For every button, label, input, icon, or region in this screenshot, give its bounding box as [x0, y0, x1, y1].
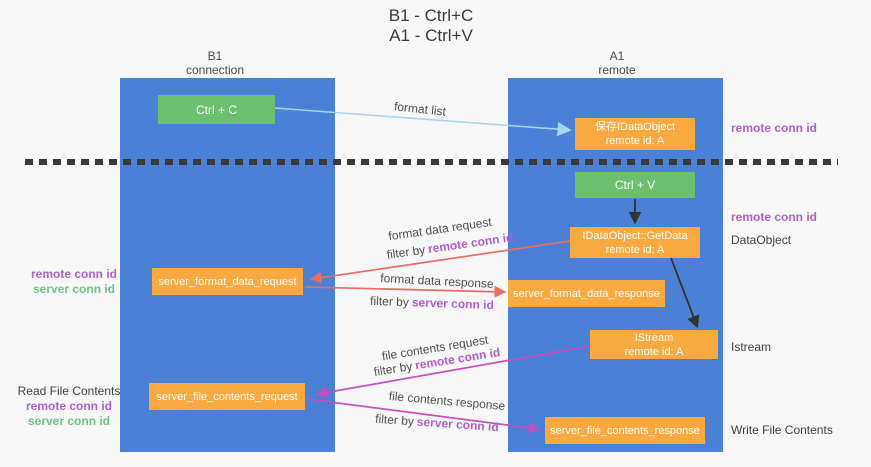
dataobject-label: DataObject [731, 233, 792, 247]
istream-node: IStream remote id: A [590, 330, 718, 359]
write-file-contents-label: Write File Contents [731, 423, 833, 437]
format-response-label: server_format_data_response [513, 287, 660, 300]
getdata-line1: IDataObject::GetData [582, 229, 688, 242]
server-conn-id-inline: server conn id [411, 295, 495, 313]
istream-line1: IStream [634, 331, 674, 344]
filter-by-text: filter by [369, 293, 410, 310]
remote-conn-id-label-mid: remote conn id [731, 210, 818, 224]
format-data-response-label: format data response [380, 271, 494, 291]
lane-b1-subtitle: connection [185, 63, 245, 77]
title-line-1: B1 - Ctrl+C [388, 6, 474, 25]
remote-conn-id-label-left-top: remote conn id [30, 267, 117, 281]
filter-by-text: filter by [374, 411, 415, 429]
title-line-2: A1 - Ctrl+V [389, 26, 473, 45]
file-response-label: server_file_contents_response [550, 424, 700, 437]
file-request-label: server_file_contents_request [156, 390, 298, 403]
ctrl-v-node: Ctrl + V [575, 172, 695, 198]
server-conn-id-label-left-bottom: server conn id [27, 414, 111, 428]
ctrl-c-label: Ctrl + C [195, 102, 237, 117]
save-dataobject-node: 保存IDataObject remote id: A [575, 118, 695, 150]
getdata-line2: remote id: A [605, 243, 665, 256]
getdata-node: IDataObject::GetData remote id: A [570, 227, 700, 258]
conn-id-stack-bottom: remote conn id server conn id [14, 399, 124, 429]
format-request-node: server_format_data_request [152, 268, 303, 295]
file-contents-response-label: file contents response [388, 388, 506, 414]
format-list-label: format list [393, 99, 447, 119]
ctrl-c-node: Ctrl + C [158, 95, 275, 124]
remote-conn-id-label-top: remote conn id [731, 121, 818, 135]
filter-by-text: filter by [372, 359, 414, 379]
format-request-label: server_format_data_request [158, 275, 297, 288]
lane-b1-name: B1 [207, 49, 223, 63]
file-response-node: server_file_contents_response [545, 417, 705, 444]
save-dataobject-line2: remote id: A [605, 135, 665, 147]
server-conn-id-label-left-top: server conn id [32, 282, 116, 296]
lane-a1-subtitle: remote [598, 63, 636, 77]
lane-header-b1: B1 connection [186, 49, 244, 77]
istream-label: Istream [731, 340, 772, 354]
read-file-contents-label: Read File Contents [17, 384, 121, 398]
ctrl-v-label: Ctrl + V [614, 178, 656, 192]
boundary-dashed-line [25, 159, 838, 165]
conn-id-stack-top: remote conn id server conn id [19, 267, 129, 297]
filter-by-text: filter by [385, 242, 427, 262]
file-request-node: server_file_contents_request [149, 383, 305, 410]
server-conn-id-inline: server conn id [416, 414, 500, 435]
diagram-title: B1 - Ctrl+C A1 - Ctrl+V [389, 6, 474, 46]
save-dataobject-line1: 保存IDataObject [594, 121, 676, 133]
lane-a1-name: A1 [609, 49, 625, 63]
istream-line2: remote id: A [624, 345, 684, 358]
remote-conn-id-label-left-bottom: remote conn id [25, 399, 112, 413]
lane-header-a1: A1 remote [598, 49, 635, 77]
format-response-node: server_format_data_response [508, 280, 665, 307]
